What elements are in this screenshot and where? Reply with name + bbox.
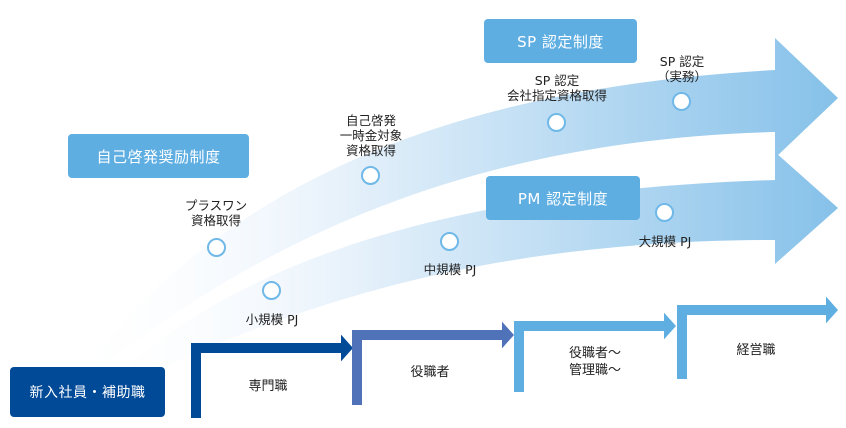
pm-certification-badge: PM 認定制度 <box>486 176 640 220</box>
sp-certification-badge: SP 認定制度 <box>484 19 637 63</box>
milestone-node <box>207 238 226 257</box>
milestone-label: 自己啓発 一時金対象 資格取得 <box>339 113 403 158</box>
career-step-label: 役職者 <box>410 365 450 380</box>
milestone-node <box>440 232 459 251</box>
badge-label: PM 認定制度 <box>517 189 609 208</box>
career-step-arrow-4 <box>677 296 838 379</box>
start-role-box: 新入社員・補助職 <box>10 367 165 417</box>
milestone-label: プラスワン 資格取得 <box>184 198 248 228</box>
upper-track-arrow <box>60 38 838 400</box>
milestone-node <box>262 281 281 300</box>
start-role-label: 新入社員・補助職 <box>29 385 146 401</box>
career-step-label: 経営職 <box>736 343 776 358</box>
career-step-arrow-1 <box>191 334 353 418</box>
milestone-node <box>655 203 674 222</box>
badge-label: 自己啓発奨励制度 <box>96 147 221 166</box>
milestone-node <box>672 92 691 111</box>
milestone-label: SP 認定 会社指定資格取得 <box>506 73 608 103</box>
career-step-label: 役職者〜 管理職〜 <box>568 346 622 378</box>
badge-label: SP 認定制度 <box>517 32 604 51</box>
milestone-label: 小規模 PJ <box>245 312 299 327</box>
milestone-node <box>547 113 566 132</box>
milestone-label: 中規模 PJ <box>423 262 477 277</box>
career-step-arrow-2 <box>352 321 514 405</box>
career-step-label: 専門職 <box>248 379 288 394</box>
lower-track-arrow <box>80 152 838 410</box>
career-step-arrow-3 <box>514 312 676 392</box>
self-development-program-badge: 自己啓発奨励制度 <box>68 134 249 178</box>
milestone-node <box>361 166 380 185</box>
milestone-label: 大規模 PJ <box>638 234 692 249</box>
milestone-label: SP 認定 （実務） <box>656 54 708 84</box>
